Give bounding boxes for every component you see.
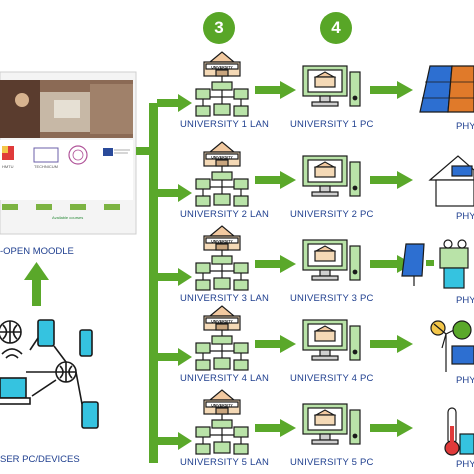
university-row-2: UNIVERSITY: [157, 141, 474, 207]
row-arrow-head: [280, 81, 296, 99]
university-row-3: UNIVERSITY: [157, 225, 469, 291]
university-lan-icon: UNIVERSITY: [195, 305, 249, 371]
university-row-5: UNIVERSITY: [157, 389, 474, 456]
moodle-screenshot: [0, 71, 137, 235]
university-lan-label: UNIVERSITY 4 LAN: [180, 373, 270, 384]
row-arrow-pc-phy: [370, 424, 398, 432]
physical-lab-label: PHY: [456, 211, 474, 222]
university-pc-label: UNIVERSITY 2 PC: [290, 209, 374, 220]
row-arrow-head: [178, 184, 192, 202]
building-sign: UNIVERSITY: [211, 404, 233, 408]
university-pc-label: UNIVERSITY 3 PC: [290, 293, 374, 304]
university-lan-label: UNIVERSITY 3 LAN: [180, 293, 270, 304]
row-arrow-head: [178, 348, 192, 366]
desktop-pc-icon: [302, 239, 361, 281]
house-icon: [428, 155, 474, 207]
university-pc-label: UNIVERSITY 1 PC: [290, 119, 374, 130]
university-pc-label: UNIVERSITY 5 PC: [290, 457, 374, 468]
building-sign: UNIVERSITY: [211, 240, 233, 244]
university-row-1: UNIVERSITY: [157, 51, 474, 117]
thermometer-icon: [444, 407, 474, 456]
row-arrow-trunk: [157, 99, 179, 107]
university-lan-icon: UNIVERSITY: [195, 141, 249, 207]
row-arrow-pc-phy: [370, 260, 398, 268]
desktop-pc-icon: [302, 403, 361, 445]
row-arrow-trunk: [157, 273, 179, 281]
row-arrow-head: [397, 171, 413, 189]
row-arrow-lan-pc: [255, 260, 281, 268]
university-lan-icon: UNIVERSITY: [195, 51, 249, 117]
physical-lab-label: PHY: [456, 295, 474, 306]
desktop-pc-icon: [302, 319, 361, 361]
row-arrow-head: [280, 419, 296, 437]
course-caption-2: TECHNICUM: [34, 164, 58, 169]
row-arrow-trunk: [157, 353, 179, 361]
row-arrow-head: [397, 81, 413, 99]
solar-panel-icon: [419, 65, 474, 113]
row-arrow-pc-phy: [370, 340, 398, 348]
university-lan-icon: UNIVERSITY: [195, 389, 249, 455]
row-arrow-head: [178, 94, 192, 112]
row-arrow-trunk: [157, 437, 179, 445]
wind-turbine-icon: [430, 320, 474, 372]
solar-panel-icon: [401, 239, 469, 289]
university-lan-icon: UNIVERSITY: [195, 225, 249, 291]
row-arrow-pc-phy: [370, 176, 398, 184]
distribution-arrows: [136, 103, 158, 463]
row-arrow-head: [280, 255, 296, 273]
university-lan-label: UNIVERSITY 1 LAN: [180, 119, 270, 130]
row-arrow-lan-pc: [255, 176, 281, 184]
row-arrow-trunk: [157, 189, 179, 197]
smartphone-icon: [81, 401, 99, 429]
step-badge-3: 3: [203, 12, 235, 44]
smartphone-icon: [37, 319, 55, 347]
university-pc-label: UNIVERSITY 4 PC: [290, 373, 374, 384]
row-arrow-lan-pc: [255, 424, 281, 432]
moodle-label: -OPEN MOODLE: [0, 246, 74, 257]
laptop-icon: [0, 377, 27, 399]
step-badge-4: 4: [320, 12, 352, 44]
row-arrow-head: [397, 335, 413, 353]
available-courses: Available courses: [52, 215, 84, 220]
building-sign: UNIVERSITY: [211, 156, 233, 160]
smartphone-icon: [79, 329, 93, 357]
university-row-4: UNIVERSITY: [157, 305, 474, 372]
user-devices-label: SER PC/DEVICES: [0, 454, 80, 465]
row-arrow-pc-phy: [370, 86, 398, 94]
desktop-pc-icon: [302, 155, 361, 197]
row-arrow-head: [397, 419, 413, 437]
row-arrow-lan-pc: [255, 86, 281, 94]
row-arrow-head: [280, 171, 296, 189]
row-arrow-head: [178, 268, 192, 286]
physical-lab-label: PHY: [456, 459, 474, 470]
building-sign: UNIVERSITY: [211, 66, 233, 70]
row-arrow-head: [280, 335, 296, 353]
desktop-pc-icon: [302, 65, 361, 107]
university-lan-label: UNIVERSITY 2 LAN: [180, 209, 270, 220]
physical-lab-label: PHY: [456, 121, 474, 132]
building-sign: UNIVERSITY: [211, 320, 233, 324]
row-arrow-lan-pc: [255, 340, 281, 348]
arrow-devices-to-moodle: [24, 262, 49, 306]
user-devices-icon: [0, 319, 99, 429]
course-caption-1: HMTU: [2, 164, 14, 169]
university-lan-label: UNIVERSITY 5 LAN: [180, 457, 270, 468]
physical-lab-label: PHY: [456, 375, 474, 386]
row-arrow-head: [178, 432, 192, 450]
